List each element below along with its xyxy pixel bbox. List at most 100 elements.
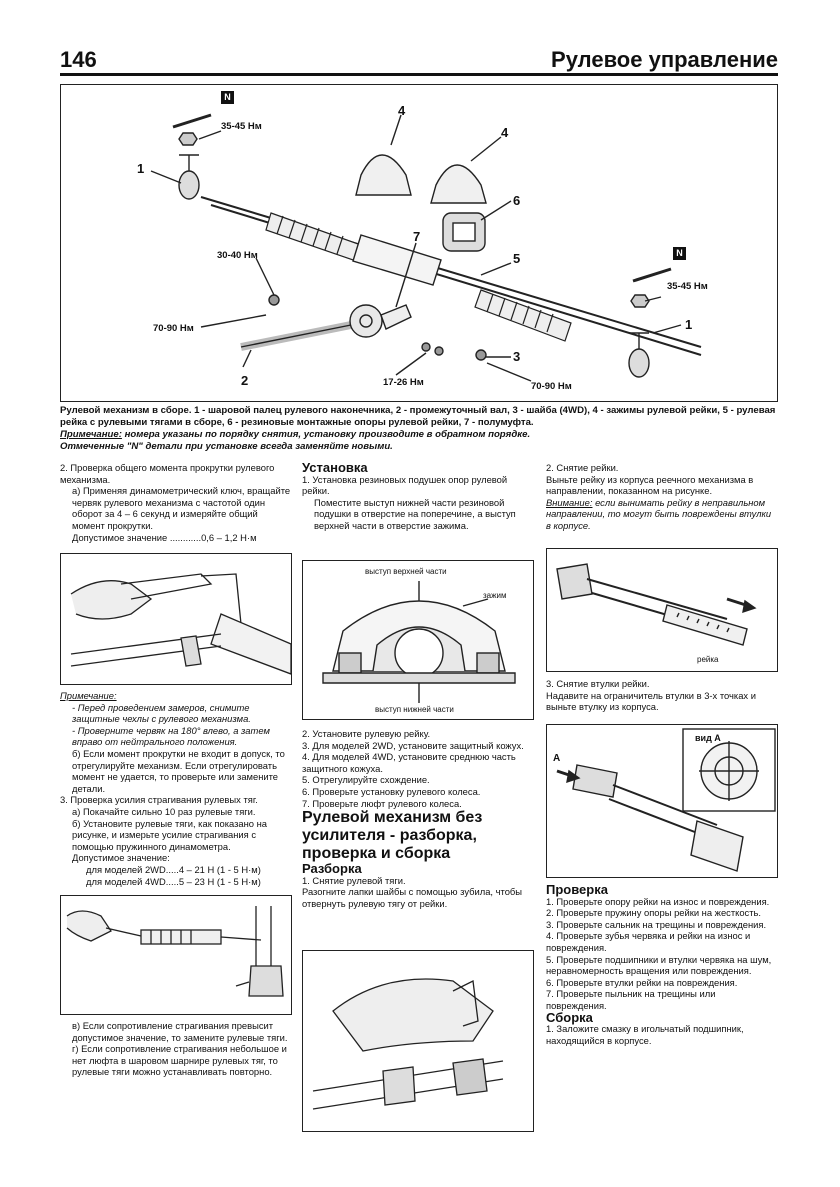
n-mark-right: N bbox=[673, 247, 686, 260]
right-c4: 4. Проверьте зубья червяка и рейки на из… bbox=[546, 930, 751, 953]
rack-removal-figure: рейка bbox=[546, 548, 778, 672]
right-column: 2. Снятие рейки. Выньте рейку из корпуса… bbox=[546, 462, 778, 532]
rubber-mount-figure: выступ верхней части зажим выступ нижней… bbox=[302, 560, 534, 720]
middle-column-2: 2. Установите рулевую рейку. 3. Для моде… bbox=[302, 728, 534, 910]
section-check-heading: Проверка bbox=[546, 882, 608, 897]
steering-assembly-drawing bbox=[150, 113, 702, 382]
part-number-2: 2 bbox=[241, 373, 249, 388]
torque-label-tie-rod-left: 35-45 Нм bbox=[221, 121, 262, 132]
right-p3: 3. Снятие втулки рейки. bbox=[546, 678, 650, 689]
right-c5: 5. Проверьте подшипники и втулки червяка… bbox=[546, 953, 772, 977]
torque-label-mount-bolt: 70-90 Нм bbox=[531, 381, 572, 392]
right-c7: 7. Проверьте пыльник на трещины или повр… bbox=[546, 988, 716, 1011]
left-note-label: Примечание: bbox=[60, 690, 292, 702]
left-p5: 3. Проверка усилия страгивания рулевых т… bbox=[60, 794, 258, 806]
mid-p2: Поместите выступ нижней части резиновой … bbox=[314, 496, 516, 531]
mid-d2: Разогните лапки шайбы с помощью зубила, … bbox=[302, 886, 523, 909]
torque-label-clamp-nuts: 17-26 Нм bbox=[383, 377, 424, 388]
left-p8: Допустимое значение: bbox=[72, 852, 170, 864]
right-p4: Надавите на ограничитель втулки в 3-х то… bbox=[546, 689, 756, 713]
tie-rod-removal-figure bbox=[302, 950, 534, 1132]
left-column: 2. Проверка общего момента прокрутки рул… bbox=[60, 462, 292, 543]
fig-label-clamp: зажим bbox=[483, 591, 507, 600]
rubber-mount-drawing bbox=[322, 581, 516, 703]
left-p9: для моделей 2WD.....4 – 21 Н (1 - 5 Н·м) bbox=[86, 863, 261, 875]
right-warning: Внимание: если вынимать рейку в неправил… bbox=[546, 497, 778, 532]
fig-label-a: A bbox=[553, 753, 561, 764]
right-column-2: 3. Снятие втулки рейки. Надавите на огра… bbox=[546, 678, 778, 713]
left-p2: а) Применяя динамометрический ключ, вращ… bbox=[72, 485, 291, 531]
tie-rod-removal-drawing bbox=[312, 978, 504, 1110]
right-c1: 1. Проверьте опору рейки на износ и повр… bbox=[546, 895, 770, 907]
mid-s6: 6. Проверьте установку рулевого колеса. bbox=[302, 785, 481, 797]
figure-caption: Рулевой механизм в сборе. 1 - шаровой па… bbox=[60, 405, 778, 453]
fig-label-rack: рейка bbox=[697, 655, 719, 664]
torque-label-shaft-upper: 30-40 Нм bbox=[217, 250, 258, 261]
subsection-disassembly-heading: Разборка bbox=[302, 861, 362, 877]
left-p11: в) Если сопротивление страгивания превыс… bbox=[72, 1020, 288, 1043]
page-header: 146 Рулевое управление bbox=[60, 44, 778, 76]
mid-d1: 1. Снятие рулевой тяги. bbox=[302, 874, 406, 886]
part-number-3: 3 bbox=[513, 349, 521, 364]
torque-label-tie-rod-right: 35-45 Нм bbox=[667, 281, 708, 292]
left-p6: а) Покачайте сильно 10 раз рулевые тяги. bbox=[72, 805, 256, 817]
fig-label-lower: выступ нижней части bbox=[375, 705, 454, 714]
page-title: Рулевое управление bbox=[551, 47, 778, 72]
mid-s3: 3. Для моделей 2WD, установите защитный … bbox=[302, 739, 524, 751]
bushing-removal-figure: вид A A bbox=[546, 724, 778, 878]
caption-note-text: номера указаны по порядку снятия, устано… bbox=[121, 429, 531, 440]
part-number-4-left: 4 bbox=[398, 103, 406, 118]
mid-s7: 7. Проверьте люфт рулевого колеса. bbox=[302, 797, 462, 809]
right-warning-label: Внимание: bbox=[546, 496, 593, 508]
n-mark-left: N bbox=[221, 91, 234, 104]
right-c2: 2. Проверьте пружину опоры рейки на жест… bbox=[546, 907, 762, 919]
right-c3: 3. Проверьте сальник на трещины и повреж… bbox=[546, 918, 767, 930]
left-p3: Допустимое значение ............0,6 – 1,… bbox=[72, 531, 257, 543]
left-p10: для моделей 4WD.....5 – 23 Н (1 - 5 Н·м) bbox=[86, 875, 261, 887]
mid-p1: 1. Установка резиновых подушек опор руле… bbox=[302, 473, 508, 497]
caption-note-label: Примечание: bbox=[60, 429, 122, 440]
middle-column: Установка 1. Установка резиновых подушек… bbox=[302, 461, 534, 532]
right-c6: 6. Проверьте втулки рейки на повреждения… bbox=[546, 976, 738, 988]
left-column-3: в) Если сопротивление страгивания превыс… bbox=[60, 1020, 292, 1078]
part-number-1-left: 1 bbox=[137, 161, 145, 176]
torque-label-shaft-lower: 70-90 Нм bbox=[153, 323, 194, 334]
fig-label-upper: выступ верхней части bbox=[365, 567, 447, 576]
section-disassembly-heading: Рулевой механизм без усилителя - разборк… bbox=[302, 809, 483, 863]
left-note-2: - Проверните червяк на 180° влево, а зат… bbox=[72, 724, 270, 748]
fig-label-view-a: вид A bbox=[695, 733, 721, 743]
steering-assembly-figure: N N 35-45 Нм 30-40 Нм 70-90 Нм 35-45 Нм … bbox=[60, 84, 778, 402]
part-number-1-right: 1 bbox=[685, 317, 693, 332]
section-assembly-heading: Сборка bbox=[546, 1009, 593, 1025]
right-a1: 1. Заложите смазку в игольчатый подшипни… bbox=[546, 1023, 744, 1046]
right-column-3: Проверка 1. Проверьте опору рейки на изн… bbox=[546, 882, 778, 1046]
left-note-label-text: Примечание: bbox=[60, 690, 117, 701]
left-column-2: Примечание: - Перед проведением замеров,… bbox=[60, 690, 292, 887]
caption-note: Примечание: номера указаны по порядку сн… bbox=[60, 429, 778, 441]
page-number: 146 bbox=[60, 47, 97, 72]
part-number-6: 6 bbox=[513, 193, 521, 208]
left-p12: г) Если сопротивление страгивания неболь… bbox=[72, 1043, 287, 1078]
part-number-5: 5 bbox=[513, 251, 521, 266]
torque-wrench-drawing bbox=[70, 573, 291, 675]
left-note-1: - Перед проведением замеров, снимите защ… bbox=[72, 701, 251, 725]
caption-text: Рулевой механизм в сборе. 1 - шаровой па… bbox=[60, 405, 776, 428]
left-p1: 2. Проверка общего момента прокрутки рул… bbox=[60, 462, 275, 485]
mid-s4: 4. Для моделей 4WD, установите среднюю ч… bbox=[302, 751, 516, 774]
part-number-7: 7 bbox=[413, 229, 421, 244]
caption-note-2: Отмеченные "N" детали при установке всег… bbox=[60, 441, 393, 452]
spring-scale-drawing bbox=[66, 906, 284, 997]
left-p4: б) Если момент прокрутки не входит в доп… bbox=[72, 747, 285, 794]
part-number-4-right: 4 bbox=[501, 125, 509, 140]
spring-scale-figure bbox=[60, 895, 292, 1015]
left-p7: б) Установите рулевые тяги, как показано… bbox=[72, 817, 268, 852]
rack-removal-drawing bbox=[556, 563, 757, 646]
right-warning-text: если вынимать рейку в неправильном напра… bbox=[546, 496, 772, 531]
torque-wrench-figure bbox=[60, 553, 292, 685]
mid-s2: 2. Установите рулевую рейку. bbox=[302, 728, 431, 739]
right-p1: 2. Снятие рейки. bbox=[546, 462, 619, 473]
bushing-removal-drawing bbox=[556, 728, 776, 872]
right-p2: Выньте рейку из корпуса реечного механиз… bbox=[546, 473, 754, 497]
mid-s5: 5. Отрегулируйте схождение. bbox=[302, 774, 430, 786]
